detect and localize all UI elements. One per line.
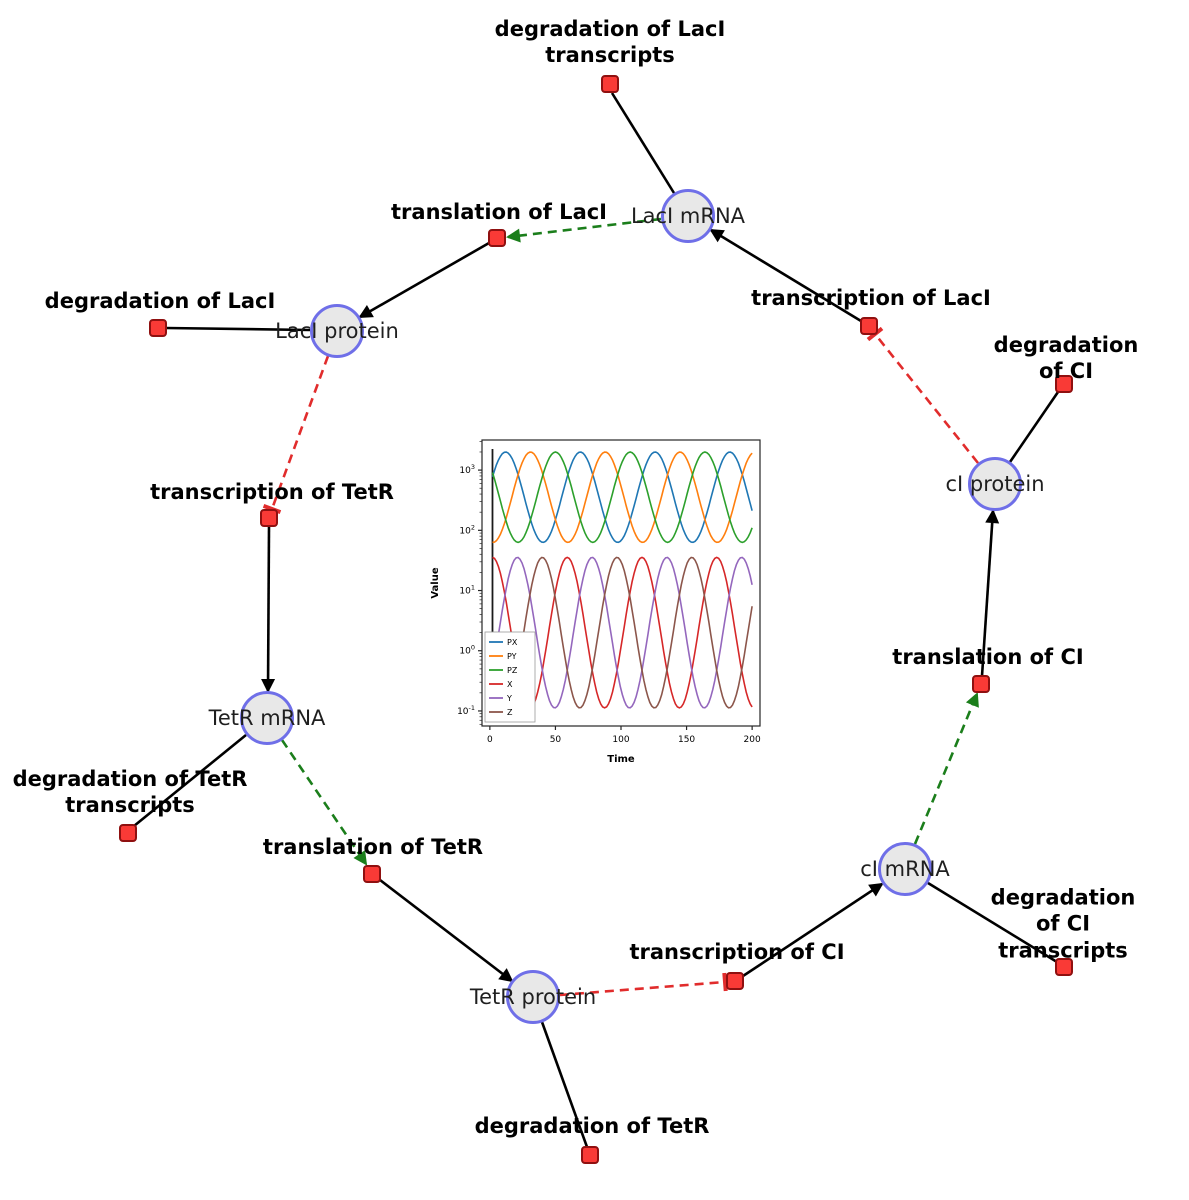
series-curve-Y bbox=[491, 556, 753, 709]
series-curve-Z bbox=[491, 556, 753, 709]
legend-label-Y: Y bbox=[506, 694, 512, 703]
reaction-label-transcription-laci: transcription of LacI bbox=[751, 285, 991, 310]
y-tick-label: 102 bbox=[459, 523, 475, 536]
y-tick-label: 101 bbox=[459, 584, 475, 597]
reaction-label-translation-laci: translation of LacI bbox=[391, 199, 607, 224]
x-tick-label: 100 bbox=[612, 735, 629, 745]
reaction-label-translation-tetr: translation of TetR bbox=[262, 834, 484, 859]
series-curve-X bbox=[492, 556, 753, 709]
inhibition-edges bbox=[262, 326, 980, 997]
reaction-label-degradation-tetr-transcripts: degradation of TetR transcripts bbox=[12, 766, 248, 817]
legend-label-X: X bbox=[507, 680, 513, 689]
consumption-edges bbox=[133, 92, 1060, 1148]
x-tick-label: 50 bbox=[550, 735, 562, 745]
x-tick-label: 150 bbox=[678, 735, 695, 745]
reaction-node-degradation-laci[interactable] bbox=[149, 319, 167, 337]
series-curve-PZ bbox=[491, 451, 753, 544]
reaction-node-degradation-ci-transcripts[interactable] bbox=[1055, 958, 1073, 976]
reaction-node-translation-laci[interactable] bbox=[488, 229, 506, 247]
reaction-label-transcription-tetr: transcription of TetR bbox=[150, 479, 394, 504]
reaction-node-degradation-tetr-transcripts[interactable] bbox=[119, 824, 137, 842]
reaction-label-degradation-tetr: degradation of TetR bbox=[474, 1113, 710, 1138]
modifier-edges bbox=[280, 217, 979, 866]
species-label-laci-mrna: LacI mRNA bbox=[630, 204, 746, 228]
reaction-node-degradation-ci[interactable] bbox=[1055, 375, 1073, 393]
species-node-ci-mrna[interactable]: cI mRNA bbox=[860, 842, 950, 896]
reaction-node-translation-ci[interactable] bbox=[972, 675, 990, 693]
y-tick-label: 103 bbox=[459, 463, 475, 476]
species-node-tetr-mrna[interactable]: TetR mRNA bbox=[209, 691, 325, 745]
series-curve-PY bbox=[492, 451, 753, 544]
reaction-node-transcription-laci[interactable] bbox=[860, 317, 878, 335]
x-tick-label: 0 bbox=[487, 735, 493, 745]
reaction-node-translation-tetr[interactable] bbox=[363, 865, 381, 883]
y-axis-label: Value bbox=[430, 567, 441, 598]
y-tick-label: 10-1 bbox=[457, 704, 475, 717]
reaction-label-degradation-laci-transcripts: degradation of LacI transcripts bbox=[494, 16, 726, 67]
species-label-ci-mrna: cI mRNA bbox=[860, 857, 950, 881]
x-tick-label: 200 bbox=[744, 735, 761, 745]
reaction-node-transcription-ci[interactable] bbox=[726, 972, 744, 990]
reaction-node-degradation-laci-transcripts[interactable] bbox=[601, 75, 619, 93]
chart-legend-box bbox=[484, 631, 536, 723]
reaction-label-degradation-laci: degradation of LacI bbox=[44, 288, 276, 313]
legend-label-PZ: PZ bbox=[507, 666, 518, 675]
series-curve-PX bbox=[491, 451, 753, 544]
reaction-label-degradation-ci: degradation of CI bbox=[993, 332, 1139, 383]
species-label-tetr-mrna: TetR mRNA bbox=[208, 706, 326, 730]
reaction-label-transcription-ci: transcription of CI bbox=[629, 939, 845, 964]
species-label-tetr-protein: TetR protein bbox=[469, 985, 597, 1009]
species-node-laci-protein[interactable]: LacI protein bbox=[275, 304, 399, 358]
legend-label-PX: PX bbox=[507, 638, 518, 647]
species-label-laci-protein: LacI protein bbox=[275, 319, 399, 343]
species-label-ci-protein: cI protein bbox=[945, 472, 1045, 496]
legend-label-PY: PY bbox=[507, 652, 517, 661]
legend-label-Z: Z bbox=[507, 708, 513, 717]
x-axis-label: Time bbox=[607, 754, 635, 765]
production-edges bbox=[261, 228, 1000, 983]
species-node-ci-protein[interactable]: cI protein bbox=[945, 457, 1045, 511]
species-node-tetr-protein[interactable]: TetR protein bbox=[470, 970, 596, 1024]
species-node-laci-mrna[interactable]: LacI mRNA bbox=[631, 189, 745, 243]
reaction-label-translation-ci: translation of CI bbox=[892, 644, 1084, 669]
reaction-node-transcription-tetr[interactable] bbox=[260, 509, 278, 527]
y-tick-label: 100 bbox=[459, 644, 475, 657]
reaction-node-degradation-tetr[interactable] bbox=[581, 1146, 599, 1164]
reaction-label-degradation-ci-transcripts: degradation of CI transcripts bbox=[990, 885, 1136, 963]
